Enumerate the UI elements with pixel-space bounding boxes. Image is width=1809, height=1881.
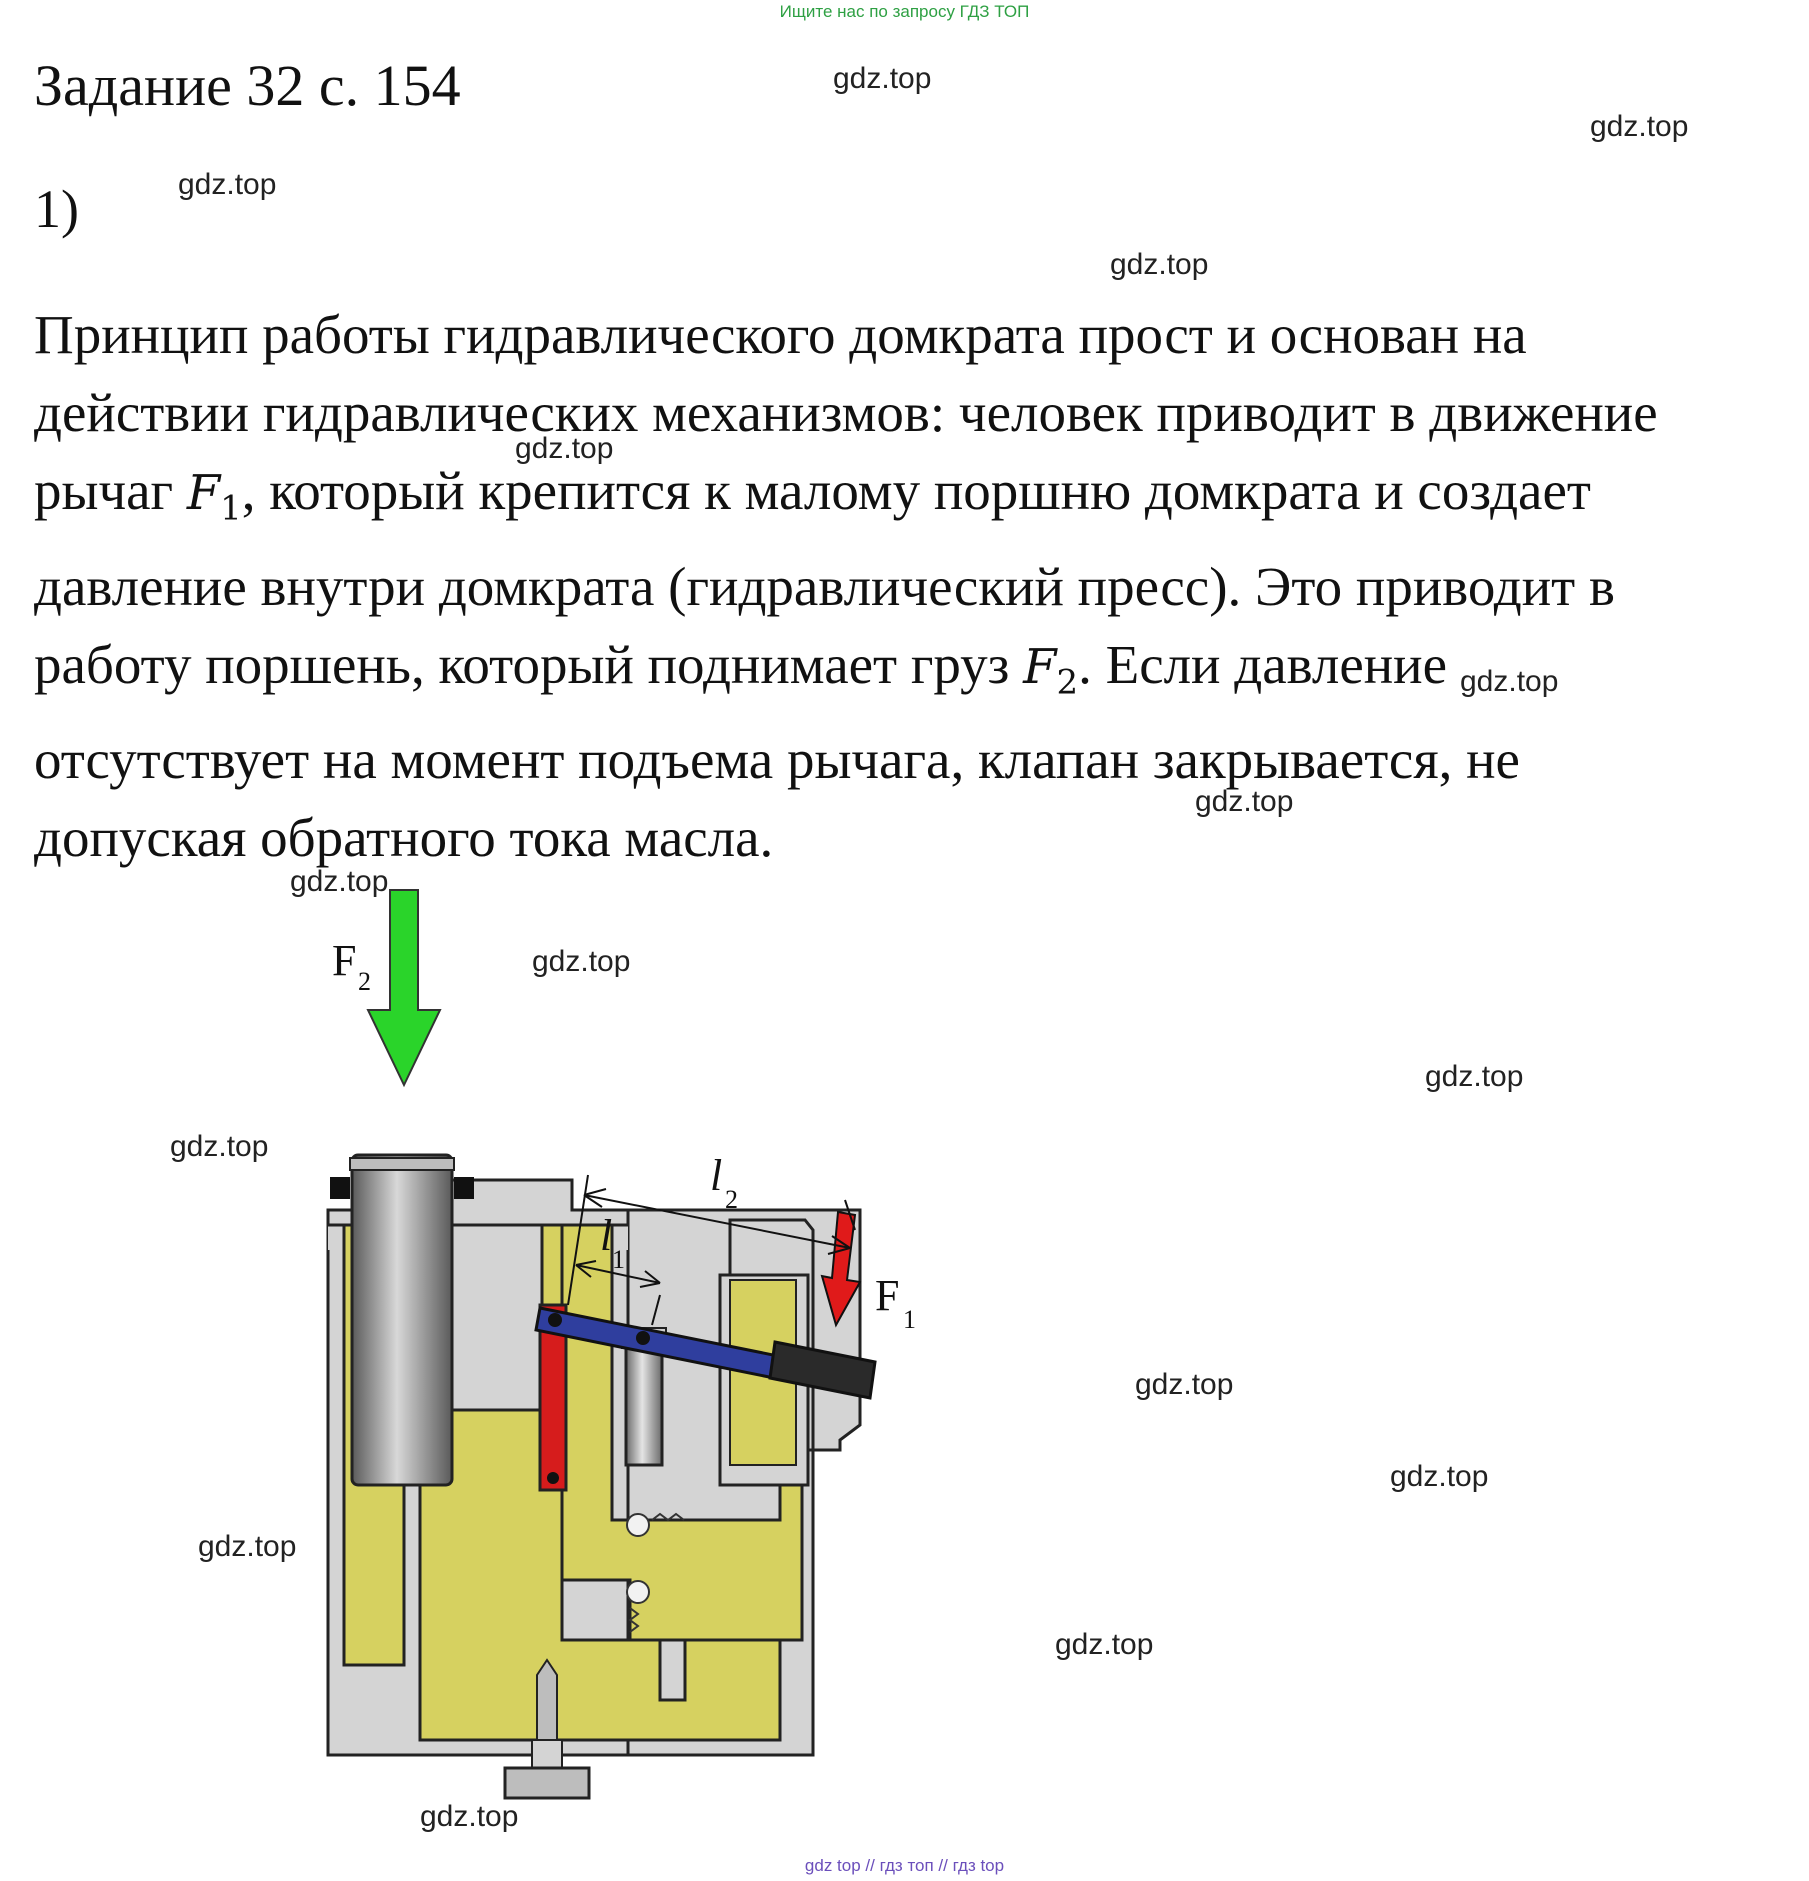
watermark: gdz.top	[515, 432, 614, 465]
label-l1-sub: 1	[612, 1245, 625, 1274]
var-f1-letter: F	[186, 465, 221, 521]
var-f1: F1	[186, 465, 242, 529]
paragraph-line-4: давление внутри домкрата (гидравлический…	[34, 555, 1615, 617]
watermark: gdz.top	[1055, 1628, 1154, 1661]
force-arrow-f2	[366, 889, 442, 1088]
watermark: gdz.top	[1135, 1368, 1234, 1401]
line3-after: , который крепится к малому поршню домкр…	[241, 460, 1591, 521]
label-f2-sub: 2	[358, 967, 371, 996]
watermark: gdz.top	[1390, 1460, 1489, 1493]
var-f1-sub: 1	[220, 488, 242, 529]
main-piston	[330, 1153, 474, 1487]
paragraph-line-2: действии гидравлических механизмов: чело…	[34, 382, 1658, 443]
task-title: Задание 32 с. 154	[34, 53, 461, 118]
label-f2: F	[332, 936, 356, 985]
check-valves	[626, 1512, 685, 1633]
paragraph-line-7: допуская обратного тока масла.	[34, 807, 774, 869]
answer-paragraph: Принцип работы гидравлического домкрата …	[34, 296, 1794, 877]
label-f1: F	[875, 1271, 899, 1320]
paragraph-line-1: Принцип работы гидравлического домкрата …	[34, 304, 1527, 365]
watermark: gdz.top	[532, 945, 631, 978]
label-l2: l	[710, 1151, 722, 1200]
watermark: gdz.top	[1425, 1060, 1524, 1093]
item-number: 1)	[34, 179, 79, 239]
label-l2-sub: 2	[725, 1185, 738, 1214]
paragraph-line-5: работу поршень, который поднимает груз F…	[34, 626, 1794, 722]
var-f2: F2	[1023, 638, 1078, 703]
hydraulic-jack-diagram: F 2 F 1 l 1 l 2	[326, 889, 916, 1800]
line5-before: работу поршень, который поднимает груз	[34, 633, 1024, 695]
watermark: gdz.top	[1195, 785, 1294, 818]
watermark: gdz.top	[198, 1530, 297, 1563]
line5-after: . Если давление	[1078, 633, 1448, 695]
watermark: gdz.top	[290, 865, 389, 898]
lever-handle	[534, 1306, 877, 1400]
bottom-banner-link[interactable]: gdz top // гдз топ // гдз top	[804, 1856, 1005, 1875]
watermark: gdz.top	[170, 1130, 269, 1163]
var-f2-letter: F	[1023, 638, 1057, 695]
watermark: gdz.top	[833, 62, 932, 95]
watermark: gdz.top	[1110, 248, 1209, 281]
label-f1-sub: 1	[903, 1305, 916, 1334]
line3-before: рычаг	[34, 460, 187, 521]
watermark: gdz.top	[178, 168, 277, 201]
watermark: gdz.top	[1460, 665, 1559, 698]
var-f2-sub: 2	[1056, 662, 1079, 703]
paragraph-line-3: рычаг F1, который крепится к малому порш…	[34, 452, 1794, 548]
top-banner-link[interactable]: Ищите нас по запросу ГДЗ ТОП	[779, 2, 1030, 21]
label-l1: l	[600, 1211, 612, 1260]
watermark: gdz.top	[1590, 110, 1689, 143]
paragraph-line-6: отсутствует на момент подъема рычага, кл…	[34, 729, 1520, 791]
watermark: gdz.top	[420, 1800, 519, 1833]
release-screw	[503, 1658, 591, 1800]
dimension-lines	[567, 1174, 856, 1326]
